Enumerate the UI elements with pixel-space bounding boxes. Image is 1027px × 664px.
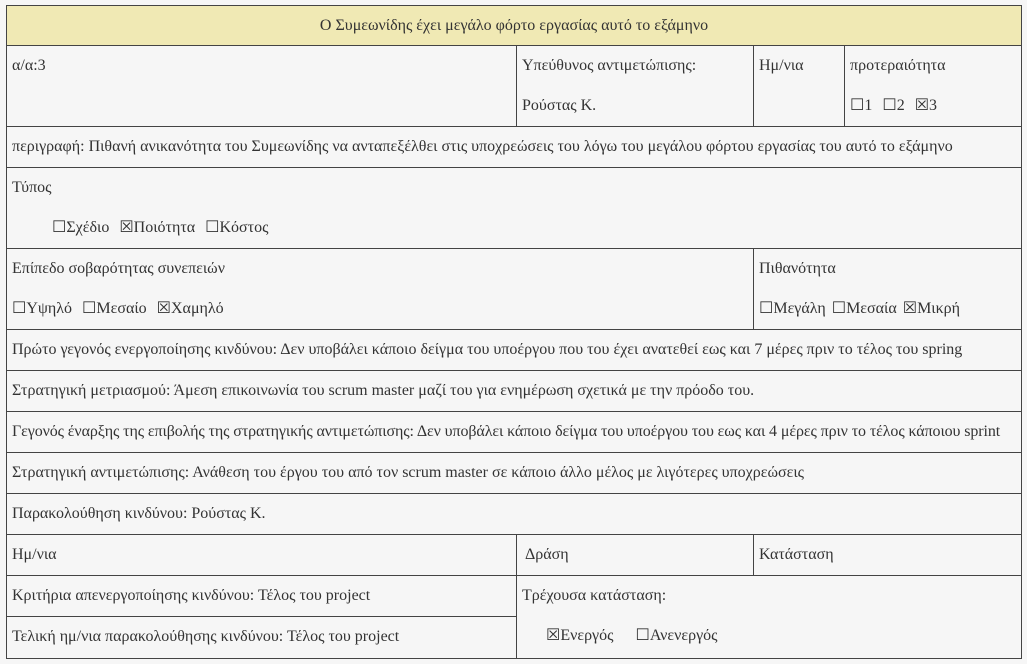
severity-option-label: Μεσαίο — [96, 300, 147, 317]
priority-options: ☐1 ☐2 ☒3 — [850, 98, 1016, 114]
severity-option-high[interactable]: ☐Υψηλό — [12, 300, 72, 317]
status-option-label: Ανενεργός — [649, 627, 718, 644]
probability-option-low[interactable]: ☒Μικρή — [903, 300, 960, 317]
checkbox-icon: ☐ — [759, 300, 774, 317]
first-trigger: Πρώτο γεγονός ενεργοποίησης κινδύνου: Δε… — [6, 329, 1022, 371]
probability-option-label: Μικρή — [917, 300, 961, 317]
severity-row: Επίπεδο σοβαρότητας συνεπειών ☐Υψηλό ☐Με… — [6, 248, 1022, 330]
response-strategy: Στρατηγική αντιμετώπισης: Ανάθεση του έρ… — [6, 452, 1022, 494]
probability-option-high[interactable]: ☐Μεγάλη — [759, 300, 826, 317]
log-action-header: Δράση — [516, 534, 754, 576]
severity-label: Επίπεδο σοβαρότητας συνεπειών — [12, 260, 225, 277]
date-cell: Ημ/νια — [753, 45, 845, 127]
checkbox-icon: ☐ — [850, 97, 865, 114]
type-option-label: Κόστος — [219, 219, 269, 236]
type-row: Τύπος ☐Σχέδιο ☒Ποιότητα ☐Κόστος — [6, 167, 1022, 249]
mitigation-strategy: Στρατηγική μετριασμού: Άμεση επικοινωνία… — [6, 370, 1022, 412]
priority-label: προτεραιότητα — [850, 57, 946, 74]
severity-option-low[interactable]: ☒Χαμηλό — [157, 300, 224, 317]
checkbox-icon: ☐ — [52, 219, 67, 236]
responsible-value: Ρούστας Κ. — [522, 97, 597, 114]
checked-checkbox-icon: ☒ — [914, 97, 930, 114]
first-trigger-row: Πρώτο γεγονός ενεργοποίησης κινδύνου: Δε… — [6, 329, 1022, 371]
checkbox-icon: ☐ — [635, 627, 650, 644]
type-option-label: Ποιότητα — [133, 219, 196, 236]
title-row: Ο Συμεωνίδης έχει μεγάλο φόρτο εργασίας … — [6, 5, 1022, 46]
monitoring-row: Παρακολούθηση κινδύνου: Ρούστας Κ. — [6, 493, 1022, 535]
type-option-cost[interactable]: ☐Κόστος — [205, 219, 268, 236]
log-date-header: Ημ/νια — [6, 534, 517, 576]
header-row: α/α:3 Υπεύθυνος αντιμετώπισης: Ρούστας Κ… — [6, 45, 1022, 127]
status-option-label: Ενεργός — [560, 627, 614, 644]
aa-cell: α/α:3 — [6, 45, 517, 127]
status-option-active[interactable]: ☒Ενεργός — [546, 627, 613, 644]
probability-option-label: Μεσαία — [846, 300, 897, 317]
date-label: Ημ/νια — [759, 57, 804, 74]
risk-title: Ο Συμεωνίδης έχει μεγάλο φόρτο εργασίας … — [6, 5, 1022, 46]
risk-monitoring: Παρακολούθηση κινδύνου: Ρούστας Κ. — [6, 493, 1022, 535]
probability-options: ☐Μεγάλη ☐Μεσαία ☒Μικρή — [759, 301, 1016, 317]
response-trigger: Γεγονός έναρξης της επιβολής της στρατηγ… — [6, 411, 1022, 453]
priority-option-label: 1 — [864, 97, 873, 114]
severity-options: ☐Υψηλό ☐Μεσαίο ☒Χαμηλό — [12, 301, 748, 317]
response-trigger-row: Γεγονός έναρξης της επιβολής της στρατηγ… — [6, 411, 1022, 453]
checked-checkbox-icon: ☒ — [546, 627, 561, 644]
checkbox-icon: ☐ — [82, 300, 97, 317]
type-cell: Τύπος ☐Σχέδιο ☒Ποιότητα ☐Κόστος — [6, 167, 1022, 249]
current-status-cell: Τρέχουσα κατάσταση: ☒Ενεργός ☐Ανενεργός — [516, 575, 1022, 659]
type-option-label: Σχέδιο — [66, 219, 110, 236]
mitigation-row: Στρατηγική μετριασμού: Άμεση επικοινωνία… — [6, 370, 1022, 412]
type-options: ☐Σχέδιο ☒Ποιότητα ☐Κόστος — [12, 220, 1016, 236]
status-option-inactive[interactable]: ☐Ανενεργός — [635, 627, 717, 644]
log-header-row: Ημ/νια Δράση Κατάσταση — [6, 534, 1022, 576]
current-status-options: ☒Ενεργός ☐Ανενεργός — [522, 628, 1016, 644]
response-strategy-row: Στρατηγική αντιμετώπισης: Ανάθεση του έρ… — [6, 452, 1022, 494]
probability-option-label: Μεγάλη — [773, 300, 826, 317]
priority-option-1[interactable]: ☐1 — [850, 97, 872, 114]
probability-option-medium[interactable]: ☐Μεσαία — [832, 300, 897, 317]
closing-row: Κριτήρια απενεργοποίησης κινδύνου: Τέλος… — [6, 575, 1022, 659]
type-label: Τύπος — [12, 179, 52, 196]
priority-option-3[interactable]: ☒3 — [915, 97, 937, 114]
current-status-label: Τρέχουσα κατάσταση: — [522, 587, 667, 604]
checked-checkbox-icon: ☒ — [902, 300, 918, 317]
risk-sheet: Ο Συμεωνίδης έχει μεγάλο φόρτο εργασίας … — [6, 5, 1022, 659]
severity-cell: Επίπεδο σοβαρότητας συνεπειών ☐Υψηλό ☐Με… — [6, 248, 754, 330]
probability-label: Πιθανότητα — [759, 260, 836, 277]
description-row: περιγραφή: Πιθανή ανικανότητα του Συμεων… — [6, 126, 1022, 168]
checkbox-icon: ☐ — [12, 300, 27, 317]
checkbox-icon: ☐ — [882, 97, 897, 114]
aa-number: α/α:3 — [12, 57, 46, 74]
log-status-header: Κατάσταση — [753, 534, 1022, 576]
priority-option-label: 3 — [929, 97, 938, 114]
responsible-label: Υπεύθυνος αντιμετώπισης: — [522, 57, 697, 74]
severity-option-medium[interactable]: ☐Μεσαίο — [82, 300, 147, 317]
responsible-cell: Υπεύθυνος αντιμετώπισης: Ρούστας Κ. — [516, 45, 754, 127]
checkbox-icon: ☐ — [205, 219, 220, 236]
checked-checkbox-icon: ☒ — [119, 219, 134, 236]
priority-option-2[interactable]: ☐2 — [882, 97, 904, 114]
severity-option-label: Χαμηλό — [171, 300, 224, 317]
severity-option-label: Υψηλό — [26, 300, 73, 317]
description: περιγραφή: Πιθανή ανικανότητα του Συμεων… — [6, 126, 1022, 168]
type-option-quality[interactable]: ☒Ποιότητα — [119, 219, 195, 236]
final-monitoring-date: Τελική ημ/νια παρακολούθησης κινδύνου: Τ… — [6, 616, 517, 659]
checked-checkbox-icon: ☒ — [156, 300, 171, 317]
checkbox-icon: ☐ — [831, 300, 847, 317]
priority-option-label: 2 — [896, 97, 905, 114]
type-option-design[interactable]: ☐Σχέδιο — [52, 219, 109, 236]
priority-cell: προτεραιότητα ☐1 ☐2 ☒3 — [844, 45, 1022, 127]
probability-cell: Πιθανότητα ☐Μεγάλη ☐Μεσαία ☒Μικρή — [753, 248, 1022, 330]
deactivation-criteria: Κριτήρια απενεργοποίησης κινδύνου: Τέλος… — [6, 575, 517, 617]
